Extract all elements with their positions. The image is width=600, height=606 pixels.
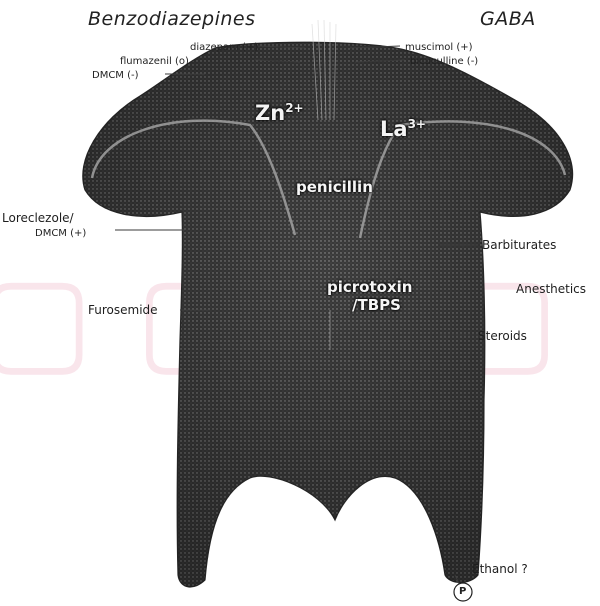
- bicuculline-label: bicuculline (-): [410, 57, 478, 67]
- zinc-symbol: Zn: [255, 101, 285, 125]
- dmcm-minus-label: DMCM (-): [92, 71, 139, 81]
- ethanol-label: Ethanol ?: [472, 563, 528, 575]
- benzodiazepines-header: Benzodiazepines: [88, 10, 255, 29]
- steroids-label: Steroids: [478, 330, 527, 342]
- furosemide-label: Furosemide: [88, 304, 158, 316]
- loreclezole-label: Loreclezole/: [2, 212, 74, 224]
- diazepam-label: diazepam (+): [190, 43, 258, 53]
- flumazenil-label: flumazenil (o): [120, 57, 189, 67]
- lanthanum-ion-label: La3+: [380, 118, 426, 140]
- muscimol-label: muscimol (+): [405, 43, 473, 53]
- tbps-label: /TBPS: [352, 298, 401, 313]
- picrotoxin-label: picrotoxin: [327, 280, 412, 295]
- penicillin-label: penicillin: [296, 180, 373, 195]
- lanthanum-symbol: La: [380, 117, 408, 141]
- zinc-ion-label: Zn2+: [255, 102, 304, 124]
- dmcm-plus-label: DMCM (+): [35, 229, 86, 239]
- phospho-label: P: [459, 587, 466, 597]
- gaba-header: GABA: [480, 10, 536, 29]
- lanthanum-charge: 3+: [408, 117, 426, 131]
- anesthetics-label: Anesthetics: [516, 283, 586, 295]
- barbiturates-label: Barbiturates: [482, 239, 556, 251]
- zinc-charge: 2+: [285, 101, 303, 115]
